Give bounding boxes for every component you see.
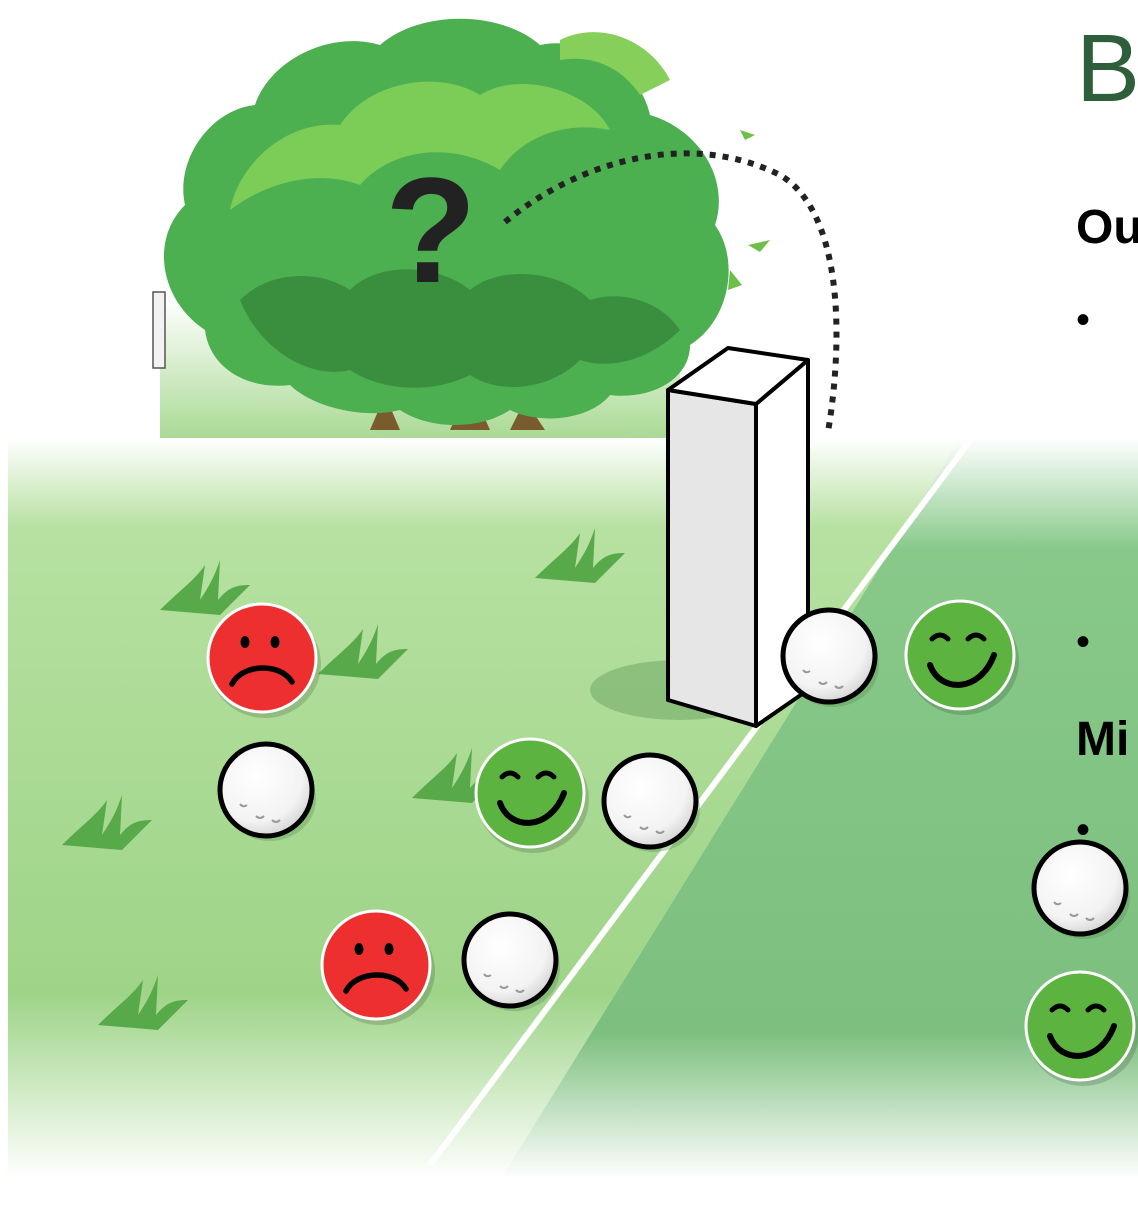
bullet-point: • bbox=[1076, 620, 1090, 664]
slide-title: B bbox=[1076, 14, 1138, 124]
golf-ball-icon bbox=[604, 755, 700, 852]
question-mark: ? bbox=[385, 146, 477, 314]
bullet-point: • bbox=[1076, 808, 1090, 852]
section-heading-mi: Mi bbox=[1076, 712, 1129, 768]
fairway-ground bbox=[8, 300, 1138, 1180]
distant-stake-icon bbox=[153, 292, 165, 368]
happy-face-icon bbox=[1026, 972, 1138, 1086]
section-heading-out: Ou bbox=[1076, 200, 1138, 256]
golf-ball-icon bbox=[464, 914, 560, 1011]
golf-ball-icon bbox=[220, 744, 316, 841]
golf-ball-icon bbox=[1034, 842, 1130, 939]
bullet-point: • bbox=[1076, 298, 1090, 342]
golf-ball-icon bbox=[783, 610, 879, 707]
